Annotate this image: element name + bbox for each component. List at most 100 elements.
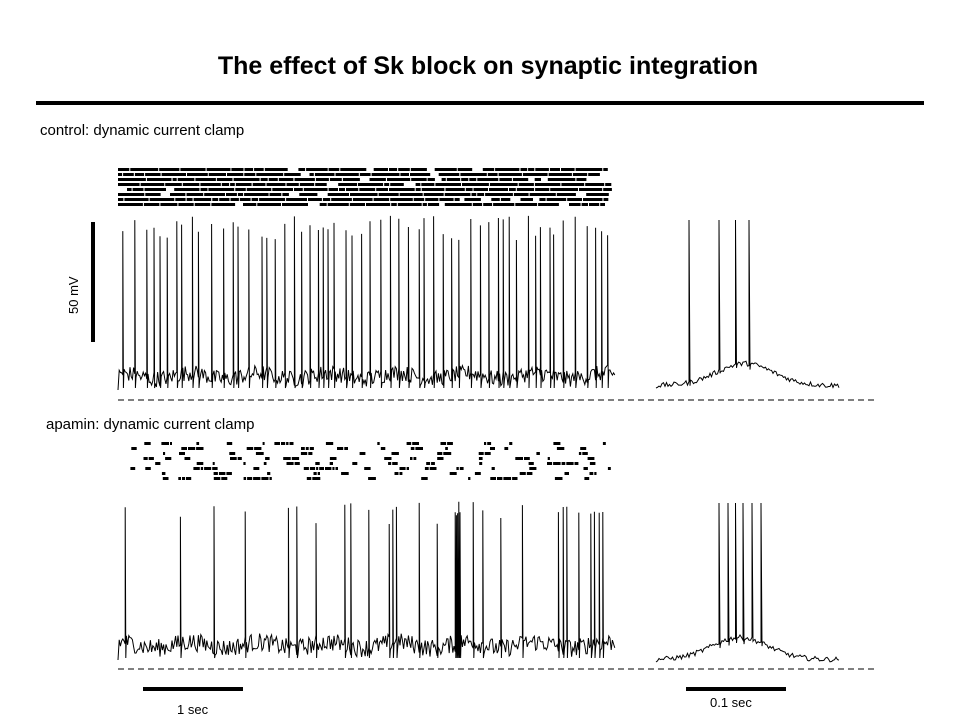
raster-mark (195, 178, 216, 181)
raster-mark (212, 198, 219, 201)
raster-mark (376, 188, 388, 191)
raster-mark (170, 442, 172, 445)
apamin-voltage-trace (117, 501, 616, 661)
raster-mark (500, 198, 511, 201)
raster-mark (584, 477, 590, 480)
title-underline (36, 101, 924, 105)
raster-mark (410, 173, 431, 176)
raster-mark (246, 188, 272, 191)
raster-mark (478, 457, 483, 460)
raster-mark (226, 472, 232, 475)
raster-mark (145, 193, 161, 196)
raster-mark (179, 452, 185, 455)
raster-mark (388, 462, 392, 465)
raster-mark (389, 188, 415, 191)
raster-mark (283, 457, 291, 460)
raster-mark (118, 198, 124, 201)
raster-mark (462, 183, 489, 186)
raster-mark (252, 183, 266, 186)
raster-mark (352, 198, 373, 201)
raster-mark (472, 203, 483, 206)
raster-mark (325, 442, 334, 445)
raster-mark (184, 457, 191, 460)
raster-mark (574, 462, 579, 465)
raster-mark (186, 198, 193, 201)
raster-mark (145, 467, 151, 470)
raster-mark (477, 178, 499, 181)
raster-mark (489, 183, 518, 186)
raster-mark (589, 462, 596, 465)
raster-mark (528, 462, 534, 465)
raster-mark (260, 178, 268, 181)
raster-mark (357, 183, 384, 186)
raster-mark (447, 442, 453, 445)
raster-mark (332, 467, 335, 470)
raster-mark (438, 173, 460, 176)
raster-mark (547, 178, 576, 181)
raster-mark (528, 168, 535, 171)
raster-mark (161, 472, 166, 475)
raster-mark (503, 477, 512, 480)
raster-mark (373, 168, 388, 171)
raster-mark (213, 472, 218, 475)
raster-mark (244, 193, 269, 196)
raster-mark (550, 188, 578, 191)
raster-mark (218, 472, 226, 475)
raster-mark (316, 467, 319, 470)
raster-mark (384, 183, 390, 186)
raster-mark (344, 447, 348, 450)
raster-mark (359, 188, 376, 191)
raster-mark (489, 188, 508, 191)
raster-mark (281, 442, 286, 445)
raster-mark (421, 183, 435, 186)
raster-mark (303, 467, 309, 470)
raster-mark (600, 203, 605, 206)
raster-mark (547, 457, 550, 460)
raster-mark (479, 462, 483, 465)
raster-mark (504, 447, 509, 450)
raster-mark (524, 457, 530, 460)
raster-mark (474, 472, 481, 475)
raster-mark (247, 477, 253, 480)
raster-mark (161, 442, 169, 445)
raster-mark (547, 462, 553, 465)
raster-mark (172, 178, 177, 181)
raster-mark (208, 173, 226, 176)
raster-mark (272, 188, 293, 191)
raster-mark (328, 168, 340, 171)
raster-mark (178, 477, 181, 480)
raster-mark (118, 178, 146, 181)
raster-mark (327, 193, 349, 196)
raster-mark (579, 188, 603, 191)
raster-mark (312, 477, 321, 480)
raster-mark (299, 193, 318, 196)
raster-mark (435, 183, 461, 186)
raster-mark (204, 467, 212, 470)
raster-mark (594, 472, 597, 475)
raster-mark (286, 183, 299, 186)
raster-mark (440, 442, 447, 445)
raster-mark (465, 188, 473, 191)
raster-mark (387, 178, 411, 181)
raster-mark (569, 203, 581, 206)
raster-mark (305, 447, 309, 450)
raster-mark (406, 467, 409, 470)
raster-mark (589, 472, 594, 475)
raster-mark (194, 203, 211, 206)
raster-mark (398, 168, 410, 171)
raster-mark (243, 462, 246, 465)
raster-mark (306, 168, 328, 171)
raster-mark (468, 477, 471, 480)
raster-mark (327, 203, 349, 206)
raster-mark (415, 447, 423, 450)
raster-mark (221, 183, 230, 186)
raster-mark (499, 178, 512, 181)
raster-mark (434, 168, 457, 171)
raster-mark (371, 173, 400, 176)
raster-mark (243, 477, 247, 480)
raster-mark (230, 183, 235, 186)
raster-mark (237, 457, 242, 460)
raster-mark (206, 168, 231, 171)
raster-mark (509, 188, 516, 191)
raster-mark (512, 477, 518, 480)
